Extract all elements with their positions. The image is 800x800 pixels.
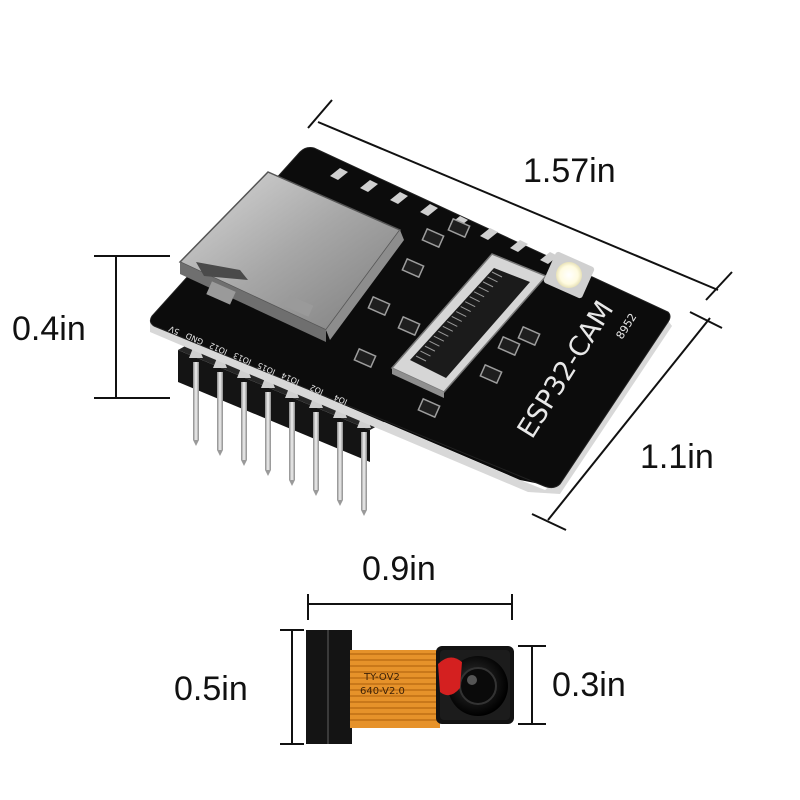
smd-component (401, 257, 425, 279)
smd-component (353, 347, 377, 369)
dimension-line-camera-height (280, 629, 304, 745)
camera-model-label: TY-OV2 (363, 672, 400, 683)
dimension-label-board-height: 1.1in (640, 438, 714, 476)
pin-pad (360, 180, 378, 192)
smd-component (447, 217, 471, 239)
smd-component (367, 295, 391, 317)
dimension-line-lens-height (518, 645, 546, 725)
esp32-cam-board: ESP32-CAM 8952 5VGNDIO12IO13IO15IO14IO2I… (149, 147, 672, 494)
camera-fpc-connector (390, 253, 548, 398)
dimension-line-board-thickness (94, 255, 170, 399)
dimension-label-lens-height: 0.3in (552, 666, 626, 704)
led-flash (543, 251, 595, 299)
pin-pad (480, 228, 498, 240)
camera-spec-label: 640-V2.0 (360, 686, 405, 697)
ov2640-camera-module: TY-OV2 640-V2.0 (306, 630, 514, 744)
pin-pad (540, 252, 558, 264)
dimension-line-camera-length (307, 594, 513, 620)
dimension-line-board-height (531, 311, 723, 531)
smd-component (397, 315, 421, 337)
smd-component (479, 363, 503, 385)
dimension-label-board-thickness: 0.4in (12, 310, 86, 348)
pin-pad (390, 192, 408, 204)
pin-pad (330, 168, 348, 180)
smd-component (421, 227, 445, 249)
pin-pad (510, 240, 528, 252)
pin-pad (420, 204, 438, 216)
smd-component (497, 335, 521, 357)
dimension-line-board-width (307, 99, 733, 301)
dimension-label-camera-height: 0.5in (174, 670, 248, 708)
smd-component (517, 325, 541, 347)
dimension-label-board-width: 1.57in (523, 152, 616, 190)
pin-label: 5V (167, 324, 181, 337)
smd-component (417, 397, 441, 419)
sd-card-slot (178, 171, 404, 342)
dimension-label-camera-length: 0.9in (362, 550, 436, 588)
